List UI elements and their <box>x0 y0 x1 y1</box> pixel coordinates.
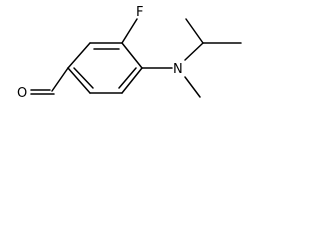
fluorine-atom-label: F <box>136 5 143 20</box>
oxygen-atom-label: O <box>17 86 27 101</box>
ring-bond <box>67 42 91 69</box>
ring-bond <box>67 67 91 94</box>
benzene-ring <box>67 42 143 94</box>
ring-bond-inner <box>118 67 137 89</box>
fluoro-substituent: F <box>121 5 143 44</box>
isopropyl-methyl-bond <box>185 18 204 44</box>
ring-bond <box>121 42 143 69</box>
amine-group: N <box>141 18 242 98</box>
molecule-structure: O F N <box>17 5 242 101</box>
carbon-fluorine-bond <box>121 18 138 44</box>
nitrogen-methyl-bond <box>184 76 201 98</box>
aldehyde-group: O <box>17 67 69 101</box>
ring-bond <box>121 67 143 94</box>
nitrogen-isopropyl-bond <box>184 42 204 61</box>
ring-bond-inner <box>73 67 94 89</box>
nitrogen-atom-label: N <box>173 62 183 77</box>
ring-to-carbonyl-bond <box>51 67 69 92</box>
